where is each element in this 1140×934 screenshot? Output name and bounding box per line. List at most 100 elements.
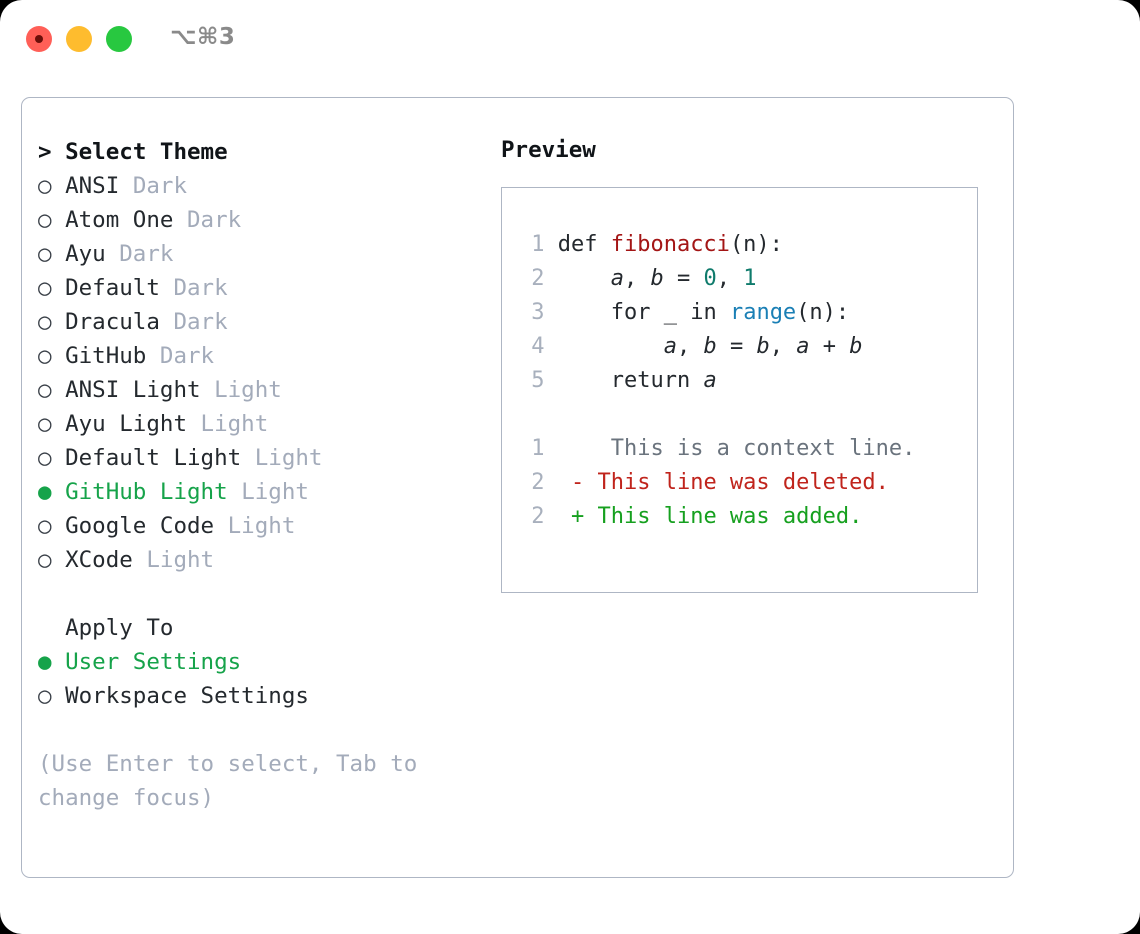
theme-list-item[interactable]: ○ Ayu Dark xyxy=(38,237,488,271)
theme-name: ANSI xyxy=(65,173,120,199)
line-number: 2 xyxy=(531,504,545,529)
diff-marker: - xyxy=(570,470,585,495)
code-token: = xyxy=(716,334,757,359)
diff-line: 1 This is a context line. xyxy=(518,432,915,466)
spacer xyxy=(228,479,242,505)
diff-line: 2 - This line was deleted. xyxy=(518,466,915,500)
gutter-gap xyxy=(544,470,571,495)
spacer xyxy=(52,343,66,369)
theme-list-item[interactable]: ○ Default Light Light xyxy=(38,441,488,475)
apply-to-option[interactable]: ○ Workspace Settings xyxy=(38,679,488,713)
theme-variant-tag: Dark xyxy=(173,309,228,335)
code-token: 1 xyxy=(743,266,757,291)
code-token xyxy=(558,334,664,359)
radio-unselected-icon: ○ xyxy=(38,309,52,335)
line-number: 5 xyxy=(531,368,545,393)
spacer xyxy=(52,275,66,301)
apply-to-option-label: User Settings xyxy=(65,649,242,675)
title-bar: ⌥⌘3 xyxy=(0,0,1140,78)
theme-list-item[interactable]: ○ Default Dark xyxy=(38,271,488,305)
spacer xyxy=(38,713,488,747)
code-token: , xyxy=(716,266,744,291)
gutter-gap xyxy=(544,300,557,325)
preview-header: Preview xyxy=(501,137,596,163)
blank-line xyxy=(518,398,915,432)
code-token: def xyxy=(557,232,611,257)
theme-list-item[interactable]: ○ Atom One Dark xyxy=(38,203,488,237)
code-token: , xyxy=(623,266,651,291)
preview-column: Preview 1 def fibonacci(n):2 a, b = 0, 1… xyxy=(501,135,1001,593)
theme-name: Default xyxy=(65,275,160,301)
theme-name: GitHub Light xyxy=(65,479,228,505)
theme-variant-tag: Light xyxy=(214,377,282,403)
gutter-gap xyxy=(544,334,557,359)
radio-unselected-icon: ○ xyxy=(38,241,52,267)
select-theme-header: > Select Theme xyxy=(38,139,228,165)
theme-list-item[interactable]: ○ Google Code Light xyxy=(38,509,488,543)
code-token: = xyxy=(663,266,704,291)
theme-variant-tag: Light xyxy=(241,479,309,505)
theme-variant-tag: Light xyxy=(254,445,323,471)
spacer xyxy=(187,411,201,437)
gutter-gap xyxy=(544,504,571,529)
code-token: _ xyxy=(663,300,691,325)
code-token: a xyxy=(663,334,677,359)
spacer xyxy=(52,547,66,573)
theme-list-item[interactable]: ○ Ayu Light Light xyxy=(38,407,488,441)
code-line: 2 a, b = 0, 1 xyxy=(518,262,915,296)
minimize-button[interactable] xyxy=(66,26,92,52)
main-panel: > Select Theme ○ ANSI Dark○ Atom One Dar… xyxy=(21,97,1014,878)
spacer xyxy=(52,377,66,403)
theme-list-item[interactable]: ● GitHub Light Light xyxy=(38,475,488,509)
radio-unselected-icon: ○ xyxy=(38,683,52,709)
code-token: (n): xyxy=(729,232,783,257)
theme-name: XCode xyxy=(65,547,133,573)
theme-variant-tag: Light xyxy=(200,411,269,437)
code-token: , xyxy=(676,334,704,359)
diff-marker xyxy=(571,436,584,461)
maximize-button[interactable] xyxy=(106,26,132,52)
spacer xyxy=(119,173,133,199)
theme-list-item[interactable]: ○ XCode Light xyxy=(38,543,488,577)
apply-to-option-label: Workspace Settings xyxy=(65,683,309,709)
theme-list-item[interactable]: ○ ANSI Light Light xyxy=(38,373,488,407)
diff-text: This line was added. xyxy=(584,504,863,529)
help-text: (Use Enter to select, Tab to change focu… xyxy=(38,751,431,811)
theme-list-item[interactable]: ○ ANSI Dark xyxy=(38,169,488,203)
theme-list-item[interactable]: ○ Dracula Dark xyxy=(38,305,488,339)
apply-to-label: Apply To xyxy=(65,615,174,641)
apply-to-options: ● User Settings○ Workspace Settings xyxy=(38,645,488,713)
theme-name: Ayu xyxy=(65,241,106,267)
code-line: 3 for _ in range(n): xyxy=(518,296,915,330)
code-token: b xyxy=(849,334,863,359)
line-number: 2 xyxy=(531,470,545,495)
code-token: fibonacci xyxy=(610,232,730,257)
spacer xyxy=(173,207,187,233)
spacer xyxy=(133,547,147,573)
radio-selected-icon: ● xyxy=(38,649,52,675)
theme-name: Atom One xyxy=(65,207,174,233)
theme-name: GitHub xyxy=(65,343,147,369)
radio-unselected-icon: ○ xyxy=(38,547,52,573)
radio-unselected-icon: ○ xyxy=(38,173,52,199)
spacer xyxy=(52,445,66,471)
code-token: b xyxy=(756,334,770,359)
code-token: (n): xyxy=(796,300,850,325)
diff-text: This line was deleted. xyxy=(584,470,889,495)
code-token: b xyxy=(650,266,664,291)
radio-unselected-icon: ○ xyxy=(38,343,52,369)
diff-marker: + xyxy=(570,504,585,529)
code-line: 5 return a xyxy=(518,364,915,398)
radio-selected-icon: ● xyxy=(38,479,52,505)
code-token: , xyxy=(769,334,797,359)
theme-list-item[interactable]: ○ GitHub Dark xyxy=(38,339,488,373)
line-number: 1 xyxy=(531,232,545,257)
theme-variant-tag: Dark xyxy=(132,173,187,199)
apply-to-option[interactable]: ● User Settings xyxy=(38,645,488,679)
close-button[interactable] xyxy=(26,26,52,52)
code-line: 4 a, b = b, a + b xyxy=(518,330,915,364)
theme-name: Default Light xyxy=(65,445,242,471)
gutter-gap xyxy=(544,436,571,461)
spacer xyxy=(52,683,66,709)
